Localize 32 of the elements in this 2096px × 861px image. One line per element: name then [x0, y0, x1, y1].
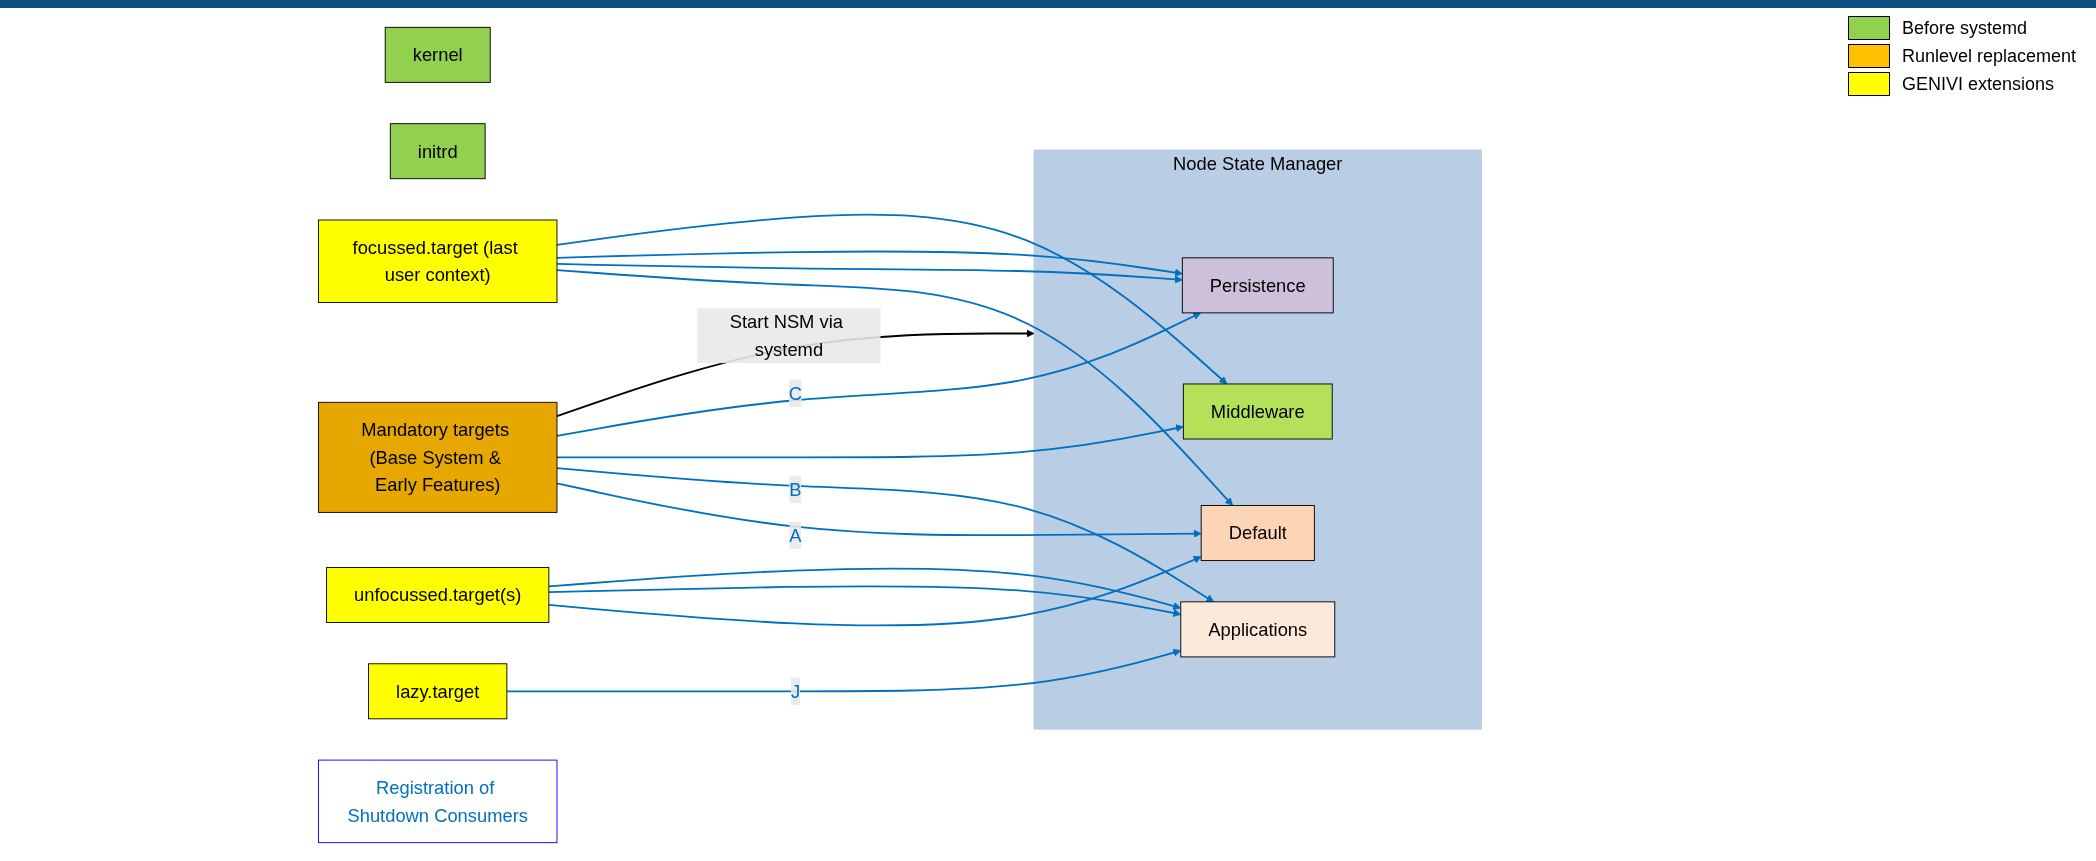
arrow	[547, 555, 1202, 627]
arrow	[556, 482, 1202, 538]
edge-label: J	[790, 681, 801, 702]
arrow	[556, 312, 1201, 437]
node-box: Persistence	[1181, 257, 1334, 314]
legend-label: Before systemd	[1901, 17, 2027, 39]
node-box: Applications	[1180, 601, 1336, 658]
arrow	[556, 424, 1184, 459]
node-box: initrd	[389, 123, 486, 180]
node-box: Middleware	[1182, 383, 1333, 440]
node-box: unfocussed.target(s)	[326, 567, 550, 623]
edge-label: Start NSM via systemd	[729, 311, 843, 360]
arrow	[556, 213, 1228, 385]
arrow	[505, 648, 1182, 693]
node-box: Default	[1200, 505, 1315, 562]
arrow	[556, 263, 1183, 284]
edge-label: C	[788, 383, 803, 404]
edge-label: B	[789, 479, 802, 500]
node-box: Mandatory targets (Base System & Early Features)	[318, 401, 558, 513]
arrow	[547, 585, 1182, 617]
node-box: lazy.target	[368, 663, 508, 720]
edge-label: A	[789, 525, 802, 546]
legend-label: Runlevel replacement	[1901, 45, 2076, 67]
arrow	[556, 329, 1035, 417]
arrow	[556, 467, 1215, 603]
node-box: Registration of Shutdown Consumers	[318, 759, 558, 844]
arrow	[556, 250, 1183, 277]
node-box: focussed.target (last user context)	[318, 219, 558, 303]
legend-label: GENIVI extensions	[1901, 73, 2054, 95]
node-box: kernel	[384, 26, 491, 83]
arrow	[547, 567, 1182, 610]
arrow	[556, 269, 1234, 506]
